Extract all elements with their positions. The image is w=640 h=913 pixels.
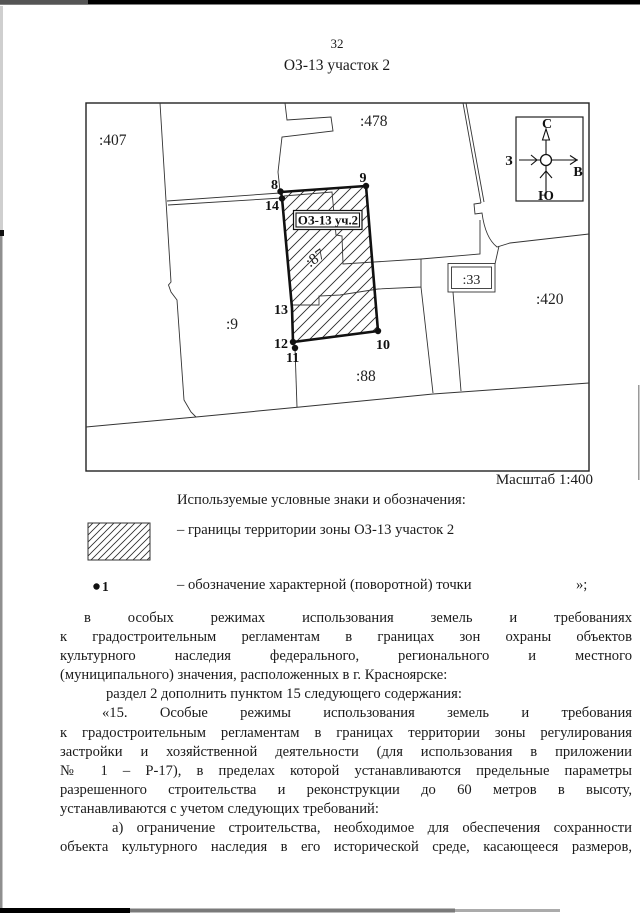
- legend-hatch-swatch: [87, 522, 151, 561]
- legend-point-number: 1: [102, 579, 109, 594]
- body-text: в особых режимах использования земель и …: [60, 609, 632, 857]
- compass-south-label: Ю: [538, 189, 554, 204]
- zone-boundary-polygon: [279, 184, 380, 344]
- body-line: в особых режимах использования земель и …: [84, 610, 632, 626]
- point-label-8: 8: [271, 178, 278, 193]
- body-line: объекта культурного наследия в его истор…: [60, 839, 632, 856]
- compass-west-label: З: [505, 154, 512, 169]
- point-label-12: 12: [274, 337, 288, 352]
- parcel-label-407: :407: [99, 132, 127, 149]
- parcel-label-420: :420: [536, 291, 564, 308]
- point-number-labels: 8 14 9 10 13 12 11: [265, 171, 390, 366]
- map-scale-label: Масштаб 1:400: [495, 472, 593, 488]
- point-label-13: 13: [274, 303, 288, 318]
- legend-closing-mark: »;: [576, 577, 588, 593]
- parcel-boundary-lines: [85, 102, 590, 428]
- body-line: устанавливаются с учетом следующих требо…: [60, 800, 379, 817]
- point-label-9: 9: [360, 171, 367, 186]
- point-label-14: 14: [265, 199, 279, 214]
- body-line: к градостроительным регламентам в границ…: [60, 629, 632, 646]
- body-line: (муниципального) значения, расположенных…: [60, 667, 448, 684]
- page-number: 32: [330, 36, 344, 51]
- zone-label-text: ОЗ-13 уч.2: [298, 214, 358, 228]
- parcel-label-33: :33: [463, 273, 481, 288]
- body-line: «15. Особые режимы использования земель …: [102, 705, 632, 722]
- page-title: ОЗ-13 участок 2: [283, 57, 391, 74]
- map-frame: [85, 102, 590, 472]
- body-line: культурного наследия федерального, регио…: [60, 648, 632, 665]
- parcel-number-labels: :407 :478 :9 :420 :88 :33 :87: [99, 113, 564, 385]
- legend-point-dot: [93, 583, 100, 590]
- point-label-10: 10: [376, 338, 390, 353]
- body-line: разрешенного строительства и реконструкц…: [60, 781, 632, 798]
- inner-parcel-lines: [283, 191, 379, 306]
- body-line: застройки и хозяйственной деятельности (…: [60, 743, 632, 760]
- turning-point-dots: [277, 182, 382, 352]
- parcel-label-88: :88: [356, 368, 376, 385]
- compass-north-label: С: [542, 117, 552, 132]
- body-line: № 1 – Р-17), в пределах которой устанавл…: [60, 762, 632, 779]
- parcel-label-9: :9: [226, 316, 238, 333]
- parcel-33-box: [447, 263, 496, 293]
- body-line: а) ограничение строительства, необходимо…: [112, 820, 632, 837]
- compass-east-label: В: [573, 165, 582, 180]
- legend-boundary-label: – границы территории зоны ОЗ-13 участок …: [177, 522, 455, 538]
- body-line: раздел 2 дополнить пунктом 15 следующего…: [106, 686, 462, 703]
- compass-rose-icon: С Ю З В: [505, 116, 584, 204]
- point-label-11: 11: [286, 351, 299, 366]
- zone-hatch-fill: [281, 186, 378, 342]
- parcel-label-478: :478: [360, 113, 388, 130]
- parcel-label-87: :87: [302, 246, 328, 271]
- legend-point-label: – обозначение характерной (поворотной) т…: [177, 577, 472, 593]
- zone-label-box: ОЗ-13 уч.2: [292, 209, 363, 231]
- legend-heading: Используемые условные знаки и обозначени…: [177, 492, 466, 508]
- body-line: к градостроительным регламентам в границ…: [60, 724, 632, 741]
